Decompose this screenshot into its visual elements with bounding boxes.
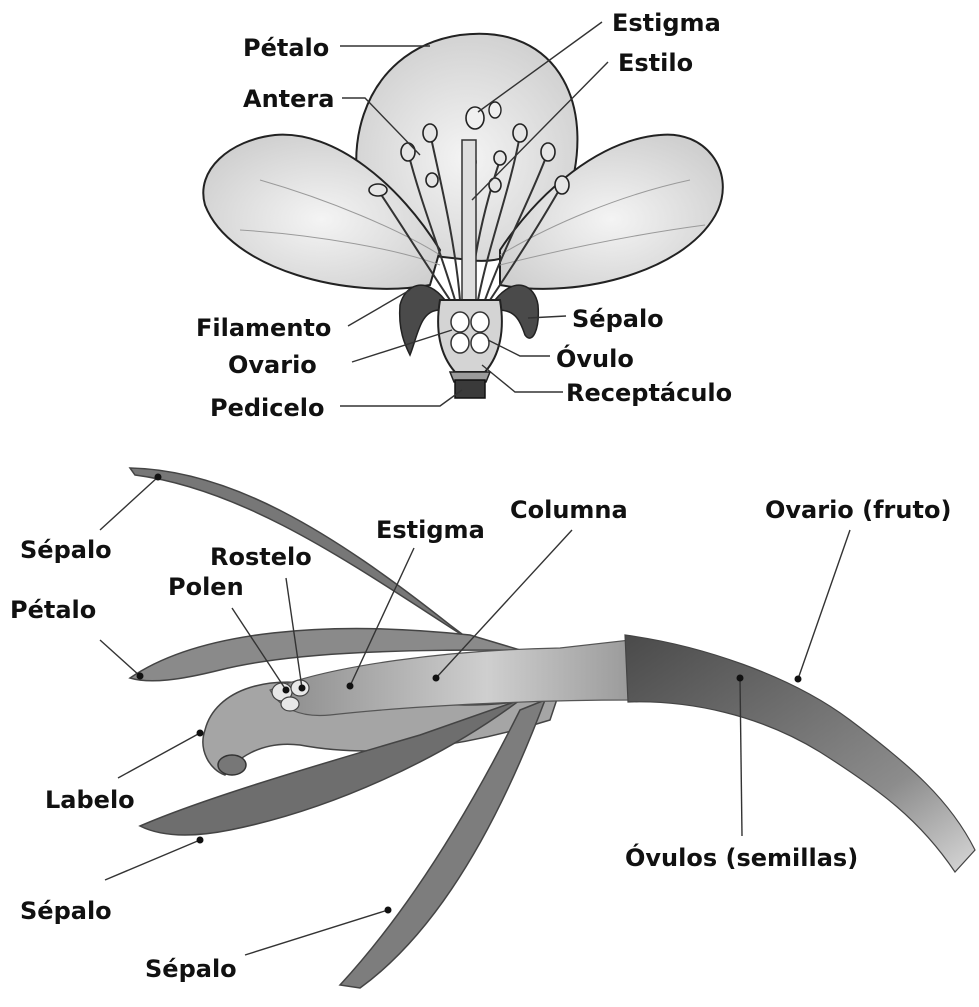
label-antera: Antera [243,85,334,113]
label-ovulos-semillas: Óvulos (semillas) [625,842,858,872]
label-filamento: Filamento [196,314,331,342]
style-shape [462,140,476,315]
label-petalo-orchid: Pétalo [10,596,96,624]
label-pedicelo: Pedicelo [210,394,325,422]
label-ovario: Ovario [228,351,317,379]
label-ovulo: Óvulo [556,343,634,373]
label-sepalo-top: Sépalo [572,305,664,333]
label-receptaculo: Receptáculo [566,379,732,407]
label-sepalo-lower-left: Sépalo [20,897,112,925]
label-estigma-top: Estigma [612,9,721,37]
label-columna: Columna [510,496,628,524]
label-ovario-fruto: Ovario (fruto) [765,496,951,524]
pedicel-shape [455,380,485,398]
orchid-ovary-stem [625,635,975,872]
label-sepalo-upper: Sépalo [20,536,112,564]
label-estigma-orchid: Estigma [376,516,485,544]
label-rostelo: Rostelo [210,543,312,571]
label-estilo: Estilo [618,49,693,77]
label-sepalo-bottom: Sépalo [145,955,237,983]
label-labelo: Labelo [45,786,135,814]
label-petalo: Pétalo [243,34,329,62]
ovary-shape [438,300,502,372]
label-polen: Polen [168,573,244,601]
